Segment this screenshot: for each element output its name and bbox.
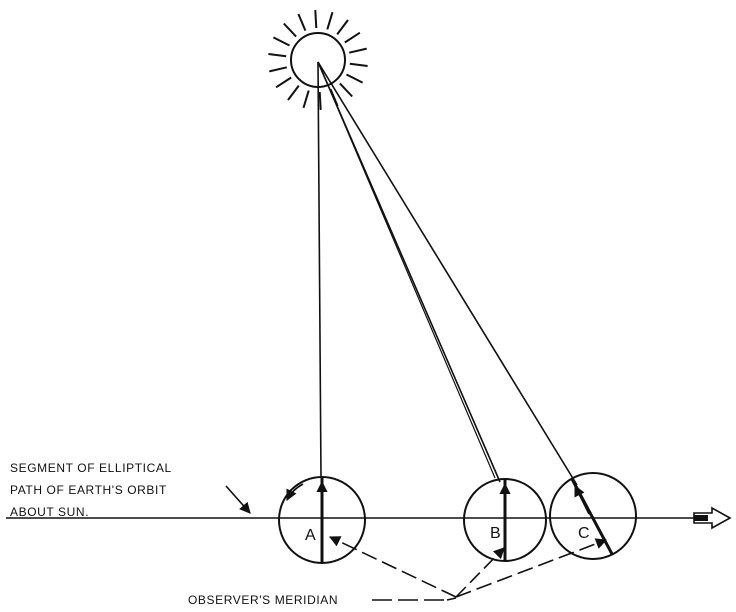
sun-ray	[269, 67, 287, 71]
sun-ray-inner	[318, 62, 495, 478]
orbit-label: SEGMENT OF ELLIPTICAL PATH OF EARTH'S OR…	[10, 461, 250, 519]
orbit-label-line-2: PATH OF EARTH'S ORBIT	[10, 483, 167, 497]
sun-ray	[337, 20, 348, 34]
meridian-leader-c	[456, 540, 606, 597]
sun-ray	[349, 49, 367, 53]
sun-ray	[288, 86, 299, 100]
orbit-label-pointer	[226, 486, 250, 513]
sun-ray-to-c	[318, 62, 577, 485]
sun-ray	[347, 75, 363, 83]
sun-ray	[320, 92, 321, 110]
sun-ray	[345, 33, 360, 43]
meridian-leader-a	[330, 537, 456, 597]
sun-ray	[340, 83, 352, 96]
earth-label-a: A	[305, 527, 316, 544]
orbit-direction-arrow	[694, 508, 730, 528]
orbit-label-line-3: ABOUT SUN.	[10, 505, 89, 519]
sun-ray	[284, 24, 296, 37]
sun-ray	[350, 64, 368, 66]
sun-ray	[304, 91, 309, 108]
earth-position-c: C	[550, 473, 636, 559]
sun-ray-to-a	[318, 62, 321, 478]
orbit-label-line-1: SEGMENT OF ELLIPTICAL	[10, 461, 172, 475]
sun-ray	[327, 12, 332, 29]
earth-position-b: B	[464, 479, 546, 561]
earth-position-a: A	[279, 477, 365, 563]
sun-ray	[273, 37, 289, 45]
earth-label-c: C	[578, 525, 590, 542]
sun-ray	[298, 14, 305, 31]
meridian-callout: OBSERVER'S MERIDIAN	[188, 537, 606, 607]
sun-ray	[276, 78, 291, 88]
sun-ray	[315, 10, 316, 28]
sun-ray	[268, 54, 286, 56]
earth-label-b: B	[490, 525, 501, 542]
meridian-leader-b	[456, 548, 504, 597]
meridian-label: OBSERVER'S MERIDIAN	[188, 593, 338, 607]
meridian-arrow-c	[575, 486, 589, 514]
